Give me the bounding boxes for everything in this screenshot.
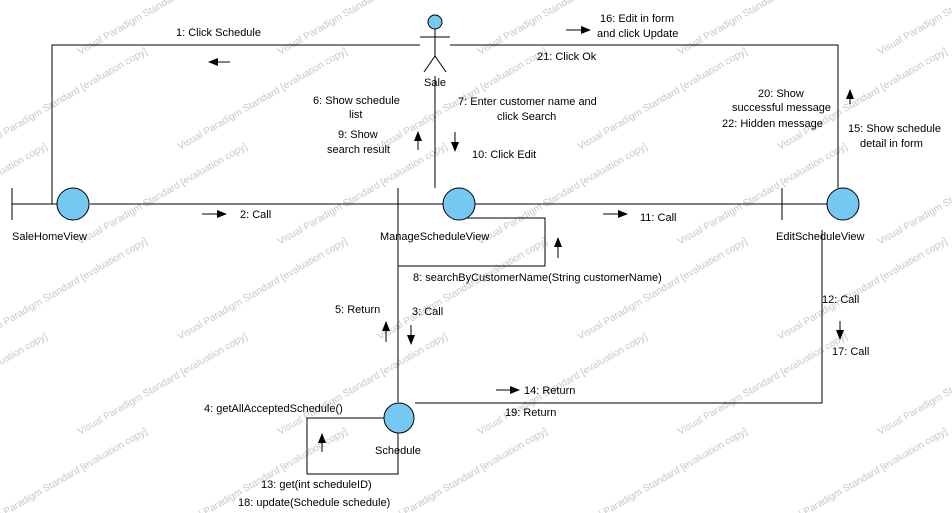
watermark-text: Visual Paradigm Standard [evaluation cop… <box>276 0 450 58</box>
actor-sale[interactable]: Sale <box>420 14 450 89</box>
msg-6-label-line2: list <box>349 109 362 121</box>
link-sale-salehomeview <box>51 44 420 204</box>
object-managescheduleview-label: ManageScheduleView <box>380 231 489 243</box>
watermark-text: Visual Paradigm Standard [evaluation cop… <box>676 0 850 58</box>
msg-11-label: 11: Call <box>640 212 676 224</box>
watermark-text: Visual Paradigm Standard [evaluation cop… <box>576 46 750 153</box>
msg-9-label-line2: search result <box>327 144 390 156</box>
watermark-text: Visual Paradigm Standard [evaluation cop… <box>676 331 850 438</box>
object-editscheduleview[interactable]: EditScheduleView <box>776 187 865 243</box>
self-link-schedule <box>306 417 399 475</box>
msg-3-label: 3: Call <box>412 306 443 318</box>
object-managescheduleview[interactable]: ManageScheduleView <box>380 187 489 243</box>
msg-15-label-line2: detail in form <box>860 138 923 150</box>
watermark-text: Visual Paradigm Standard [evaluation cop… <box>0 0 50 58</box>
msg-22-label: 22: Hidden message <box>722 118 823 130</box>
object-salehomeview[interactable]: SaleHomeView <box>11 187 90 243</box>
watermark-text: Visual Paradigm Standard [evaluation cop… <box>176 236 350 343</box>
watermark-text: Visual Paradigm Standard [evaluation cop… <box>876 141 952 248</box>
msg-7-label-line2: click Search <box>497 111 556 123</box>
msg-1-label: 1: Click Schedule <box>176 27 261 39</box>
msg-13-label: 13: get(int scheduleID) <box>261 479 372 491</box>
link-sale-editscheduleview <box>450 44 839 188</box>
msg-10-label: 10: Click Edit <box>472 149 536 161</box>
watermark-text: Visual Paradigm Standard [evaluation cop… <box>576 236 750 343</box>
msg-14-label: 14: Return <box>524 385 575 397</box>
object-schedule-label: Schedule <box>375 445 421 457</box>
msg-15-label-line1: 15: Show schedule <box>848 123 941 135</box>
msg-16-label-line1: 16: Edit in form <box>600 13 674 25</box>
watermark-text: Visual Paradigm Standard [evaluation cop… <box>0 426 150 513</box>
msg-16-label-line2: and click Update <box>597 28 678 40</box>
watermark-text: Visual Paradigm Standard [evaluation cop… <box>0 236 150 343</box>
msg-20-label-line1: 20: Show <box>758 88 804 100</box>
link-schedule-edit <box>415 230 823 404</box>
msg-17-label: 17: Call <box>832 346 869 358</box>
msg-2-label: 2: Call <box>240 209 271 221</box>
watermark-text: Visual Paradigm Standard [evaluation cop… <box>776 426 950 513</box>
msg-20-label-line2: successful message <box>732 102 831 114</box>
watermark-text: Visual Paradigm Standard [evaluation cop… <box>376 236 550 343</box>
actor-sale-label: Sale <box>424 77 446 89</box>
watermark-text: Visual Paradigm Standard [evaluation cop… <box>76 141 250 248</box>
watermark-text: Visual Paradigm Standard [evaluation cop… <box>376 426 550 513</box>
msg-19-label: 19: Return <box>505 407 556 419</box>
object-schedule[interactable]: Schedule <box>375 402 421 457</box>
msg-4-label: 4: getAllAcceptedSchedule() <box>204 403 343 415</box>
msg-6-label-line1: 6: Show schedule <box>313 95 400 107</box>
watermark-text: Visual Paradigm Standard [evaluation cop… <box>276 331 450 438</box>
msg-8-label: 8: searchByCustomerName(String customerN… <box>413 272 662 284</box>
msg-18-label: 18: update(Schedule schedule) <box>238 497 390 509</box>
watermark-text: Visual Paradigm Standard [evaluation cop… <box>776 236 950 343</box>
object-editscheduleview-label: EditScheduleView <box>776 231 865 243</box>
msg-9-label-line1: 9: Show <box>338 129 378 141</box>
watermark-text: Visual Paradigm Standard [evaluation cop… <box>576 426 750 513</box>
msg-21-label: 21: Click Ok <box>537 51 597 63</box>
watermark-text: Visual Paradigm Standard [evaluation cop… <box>0 331 50 438</box>
watermark-text: Visual Paradigm Standard [evaluation cop… <box>0 46 150 153</box>
watermark-text: Visual Paradigm Standard [evaluation cop… <box>876 331 952 438</box>
watermark-text: Visual Paradigm Standard [evaluation cop… <box>76 331 250 438</box>
msg-12-label: 12: Call <box>822 294 859 306</box>
msg-5-label: 5: Return <box>335 304 380 316</box>
object-salehomeview-label: SaleHomeView <box>12 231 87 243</box>
msg-7-label-line1: 7: Enter customer name and <box>458 96 597 108</box>
